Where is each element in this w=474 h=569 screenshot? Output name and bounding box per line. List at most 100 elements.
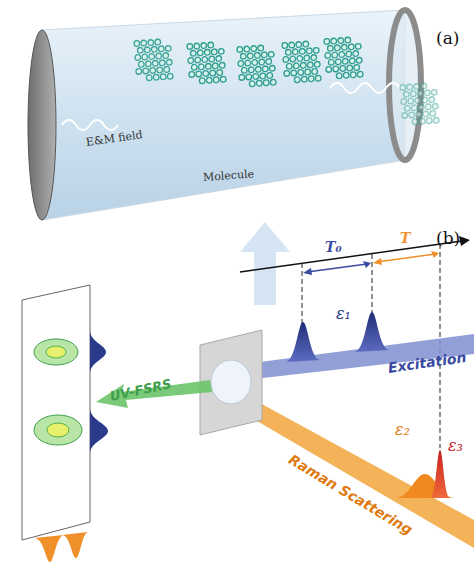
atom	[195, 57, 201, 63]
atom	[289, 42, 295, 48]
atom	[255, 66, 261, 72]
atom	[305, 69, 311, 75]
atom	[205, 63, 211, 69]
atom	[354, 65, 360, 71]
atom	[213, 77, 219, 83]
atom	[239, 74, 245, 80]
projection-peak	[34, 535, 64, 562]
atom	[144, 47, 150, 53]
spectral-peak	[47, 423, 69, 437]
atom	[150, 67, 156, 73]
atom	[326, 66, 332, 72]
atom	[312, 69, 318, 75]
atom	[415, 98, 421, 104]
delay-label: T	[400, 231, 410, 245]
atom	[339, 52, 345, 58]
atom	[163, 53, 169, 59]
atom	[409, 112, 415, 118]
atom	[403, 91, 409, 97]
atom	[336, 73, 342, 79]
atom	[219, 62, 225, 68]
atom	[189, 71, 195, 77]
atom	[331, 38, 337, 44]
atom	[341, 44, 347, 50]
atom	[298, 69, 304, 75]
field-label: E&M field	[85, 128, 143, 149]
atom	[286, 63, 292, 69]
atom	[191, 64, 197, 70]
atom	[300, 62, 306, 68]
field-wave	[330, 83, 400, 93]
atom	[249, 81, 255, 87]
pulse-label: ε₁	[336, 306, 351, 322]
atom	[141, 40, 147, 46]
delay-arrowhead	[431, 251, 439, 258]
projection-peak	[90, 408, 108, 454]
atom	[308, 76, 314, 82]
atom	[304, 55, 310, 61]
atom	[267, 73, 273, 79]
atom	[248, 67, 254, 73]
atom	[143, 68, 149, 74]
atom	[252, 60, 258, 66]
axis-arrowhead	[459, 236, 470, 246]
atom	[165, 45, 171, 51]
atom	[314, 61, 320, 67]
atom	[327, 45, 333, 51]
atom	[324, 39, 330, 45]
cavity-mirror-right	[389, 10, 421, 160]
atom	[299, 48, 305, 54]
atom	[138, 61, 144, 67]
spectrum-panel	[22, 285, 90, 540]
atom	[134, 41, 140, 47]
atom	[137, 47, 143, 53]
atom	[247, 53, 253, 59]
delay-arrowhead	[363, 261, 371, 268]
delay-label: T₀	[325, 240, 342, 254]
atom	[290, 56, 296, 62]
atom	[425, 104, 431, 110]
pump-pulse	[354, 312, 390, 352]
atom	[146, 75, 152, 81]
atom	[251, 46, 257, 52]
atom	[212, 63, 218, 69]
panel-letter: (b)	[436, 230, 460, 247]
atom	[253, 73, 259, 79]
atom	[433, 117, 439, 123]
atom	[349, 58, 355, 64]
atom	[353, 51, 359, 57]
molecule-cluster	[187, 41, 226, 84]
atom	[426, 118, 432, 124]
atom	[220, 76, 226, 82]
atom	[417, 90, 423, 96]
atom	[237, 47, 243, 53]
atom	[356, 57, 362, 63]
atom	[402, 112, 408, 118]
atom	[238, 60, 244, 66]
atom	[424, 90, 430, 96]
atom	[160, 74, 166, 80]
atom	[410, 91, 416, 97]
atom	[240, 53, 246, 59]
atom	[206, 77, 212, 83]
atom	[218, 48, 224, 54]
atom	[151, 46, 157, 52]
atom	[355, 43, 361, 49]
atom	[245, 60, 251, 66]
atom	[194, 43, 200, 49]
atom	[431, 89, 437, 95]
atom	[164, 67, 170, 73]
atom	[155, 39, 161, 45]
delay-arrow	[377, 254, 435, 262]
atom	[348, 44, 354, 50]
probe-pulse	[430, 450, 450, 498]
atom	[152, 60, 158, 66]
atom	[244, 46, 250, 52]
atom	[157, 67, 163, 73]
atom	[190, 50, 196, 56]
raman-beam	[238, 392, 474, 548]
atom	[347, 65, 353, 71]
atom	[262, 66, 268, 72]
molecule-cluster	[400, 82, 439, 125]
